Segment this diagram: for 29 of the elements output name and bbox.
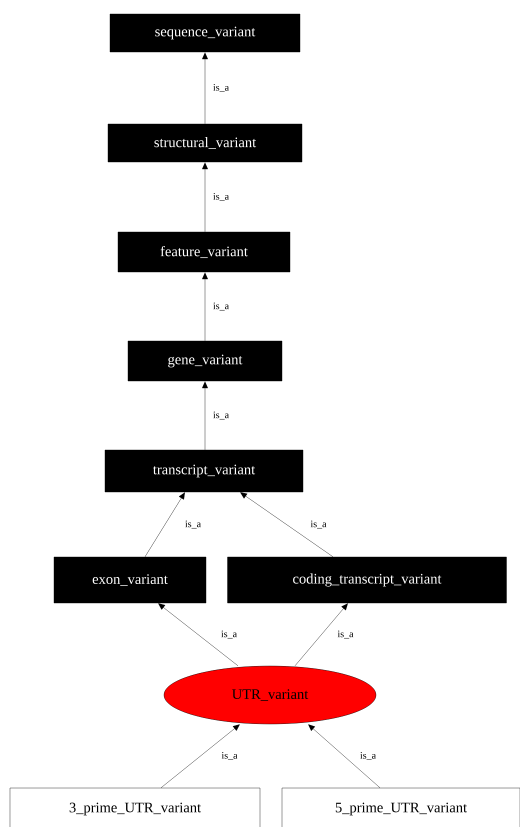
term-box: exon_variant [54,556,206,604]
edge-label: is_a [212,192,230,202]
edge-label: is_a [212,410,230,420]
edge-label: is_a [336,630,355,640]
arrow [202,162,208,232]
edge-label: is_a [220,630,238,640]
term-box: coding_transcript_variant [227,556,507,604]
arrow [202,272,208,341]
arrow [308,724,380,788]
edge-label: is_a [212,83,230,93]
edge-label: is_a [309,520,328,530]
term-box: gene_variant [128,340,282,382]
arrow [202,382,208,450]
term-box: structural_variant [108,124,302,162]
term-box: 5_prime_UTR_variant [282,788,520,827]
arrow [202,52,208,124]
term-box: sequence_variant [110,14,300,52]
edge-label: is_a [358,751,378,761]
arrow [294,603,348,666]
edge-label: is_a [220,751,239,761]
arrow [240,492,334,557]
term-box: 3_prime_UTR_variant [10,788,260,827]
arrow [160,724,240,788]
arrow [158,603,238,666]
edge-label: is_a [184,520,202,530]
term-box: feature_variant [118,232,290,272]
arrow [144,492,185,557]
term-box: transcript_variant [104,450,304,492]
edge-label: is_a [212,302,230,312]
